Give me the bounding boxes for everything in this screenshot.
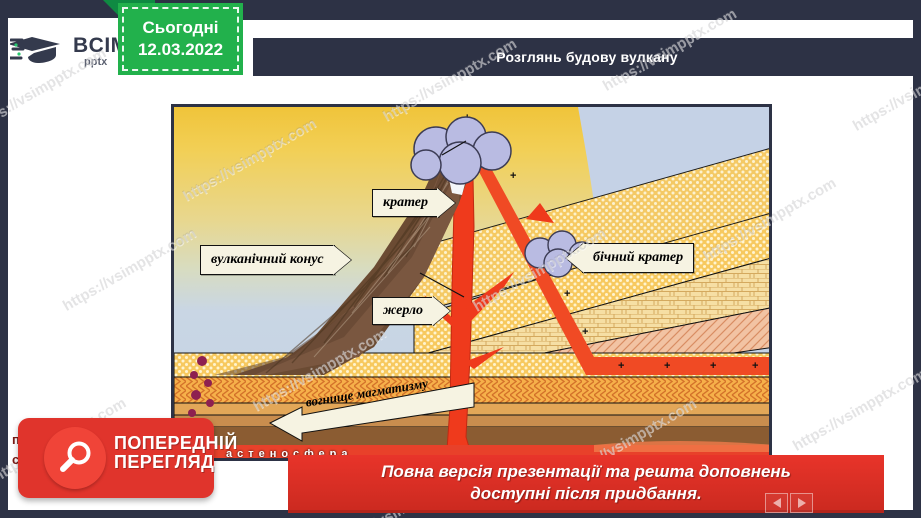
triangle-left-icon — [772, 498, 781, 508]
magnifier-circle — [44, 427, 106, 489]
obscured-text-line2: с — [12, 452, 20, 467]
label-volcanic-cone-text: вулканічний конус — [211, 252, 324, 267]
volcanic-bombs — [188, 356, 214, 417]
triangle-right-icon — [797, 498, 806, 508]
badge-date: 12.03.2022 — [137, 40, 224, 59]
svg-text:+: + — [510, 170, 516, 182]
next-slide-button[interactable] — [790, 493, 813, 513]
badge-dashed-border — [122, 7, 239, 71]
purchase-banner: Повна версія презентації та решта доповн… — [288, 455, 884, 510]
label-lateral-crater-text: бічний кратер — [593, 250, 684, 265]
slide-title-bar: Розглянь будову вулкану — [253, 38, 921, 76]
today-date-badge: Сьогодні 12.03.2022 — [118, 3, 243, 75]
svg-text:+: + — [752, 360, 758, 372]
slide-nav-buttons[interactable] — [765, 493, 813, 513]
label-lateral-crater: бічний кратер — [582, 243, 695, 273]
logo-wordmark: BCIM — [73, 33, 129, 57]
svg-text:+: + — [564, 288, 570, 300]
brand-logo: BCIM pptx — [10, 30, 150, 72]
obscured-text-line1: п — [12, 432, 20, 447]
svg-text:+: + — [618, 360, 624, 372]
banner-line-2: доступні після придбання. — [470, 483, 702, 503]
label-crater: кратер — [372, 189, 440, 217]
page-title: Розглянь будову вулкану — [496, 49, 678, 65]
banner-line-1: Повна версія презентації та решта доповн… — [381, 462, 791, 482]
svg-text:+: + — [582, 326, 588, 338]
preview-badge-card[interactable]: ПОПЕРЕДНІЙ ПЕРЕГЛЯД — [18, 418, 237, 498]
diagram-geology-svg: ++ ++ ++ ++ ++ + — [174, 107, 769, 458]
preview-line-1: ПОПЕРЕДНІЙ — [114, 433, 238, 453]
badge-label: Сьогодні — [142, 17, 219, 37]
label-asthenosphere: астеносфера — [226, 448, 353, 460]
label-vent: жерло — [372, 297, 435, 325]
preview-line-2: ПЕРЕГЛЯД — [114, 451, 215, 472]
ash-cloud-main — [410, 116, 512, 185]
label-asthenosphere-text: астеносфера — [226, 448, 353, 460]
graduation-cap-icon — [10, 37, 60, 63]
label-vent-text: жерло — [383, 303, 424, 318]
preview-label: ПОПЕРЕДНІЙ ПЕРЕГЛЯД — [114, 434, 238, 472]
prev-slide-button[interactable] — [765, 493, 788, 513]
volcano-diagram: ++ ++ ++ ++ ++ + — [171, 104, 772, 461]
label-volcanic-cone: вулканічний конус — [200, 245, 335, 275]
magnifier-icon — [60, 441, 91, 472]
label-crater-text: кратер — [383, 195, 429, 210]
svg-text:+: + — [710, 360, 716, 372]
svg-text:+: + — [664, 360, 670, 372]
logo-sub: pptx — [84, 55, 108, 68]
